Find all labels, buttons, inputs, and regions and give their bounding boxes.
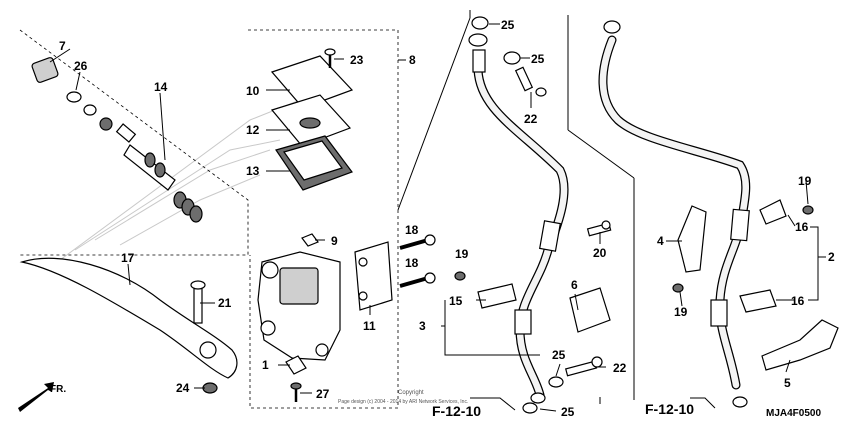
right-brackets — [672, 199, 839, 371]
callout-4[interactable]: 4 — [657, 234, 664, 248]
callout-9[interactable]: 9 — [331, 234, 338, 248]
callout-25d[interactable]: 25 — [561, 405, 575, 419]
pivot-hardware — [190, 280, 218, 394]
callout-10[interactable]: 10 — [246, 84, 260, 98]
callout-19[interactable]: 19 — [455, 247, 469, 261]
callout-17[interactable]: 17 — [121, 251, 135, 265]
reference-left[interactable]: F-12-10 — [432, 403, 481, 419]
callout-22[interactable]: 22 — [524, 112, 538, 126]
hose-clamp-stay — [454, 271, 611, 333]
brake-hose-upper — [468, 33, 569, 404]
direction-label: FR. — [50, 384, 66, 395]
callout-15[interactable]: 15 — [449, 294, 463, 308]
callout-5[interactable]: 5 — [784, 376, 791, 390]
callout-6[interactable]: 6 — [571, 278, 578, 292]
small-screws — [285, 48, 336, 402]
callout-21[interactable]: 21 — [218, 296, 232, 310]
callout-8[interactable]: 8 — [409, 53, 416, 67]
callout-11[interactable]: 11 — [363, 319, 376, 333]
callout-22b[interactable]: 22 — [613, 361, 627, 375]
callout-7[interactable]: 7 — [59, 39, 66, 53]
callout-16b[interactable]: 16 — [791, 294, 805, 308]
callout-20[interactable]: 20 — [593, 246, 607, 260]
callouts: 1 2 3 4 5 6 7 8 9 10 11 12 13 14 15 16 1… — [59, 18, 835, 419]
callout-16[interactable]: 16 — [795, 220, 809, 234]
callout-2[interactable]: 2 — [828, 250, 835, 264]
callout-19c[interactable]: 19 — [674, 305, 688, 319]
bolts-and-washers — [471, 16, 612, 414]
holder-bolts — [399, 234, 436, 288]
callout-1[interactable]: 1 — [262, 358, 269, 372]
brake-hose-lower — [598, 20, 751, 408]
callout-27[interactable]: 27 — [316, 387, 330, 401]
callout-23[interactable]: 23 — [350, 53, 364, 67]
diagram-code: MJA4F0500 — [766, 408, 821, 419]
callout-24[interactable]: 24 — [176, 381, 190, 395]
front-direction-arrow-icon — [18, 382, 54, 412]
callout-12[interactable]: 12 — [246, 123, 260, 137]
master-cylinder-body — [257, 251, 341, 361]
reservoir-parts — [270, 55, 354, 191]
assembly-8-frame — [19, 29, 406, 409]
handlebar-holder — [354, 241, 393, 311]
master-piston-set — [31, 57, 203, 223]
copyright-line: Page design (c) 2004 - 2014 by ARI Netwo… — [338, 399, 468, 405]
reference-right[interactable]: F-12-10 — [645, 401, 694, 417]
divider-lines — [397, 10, 635, 400]
callout-14[interactable]: 14 — [154, 80, 168, 94]
callout-19b[interactable]: 19 — [798, 174, 812, 188]
spring — [144, 152, 203, 223]
callout-26[interactable]: 26 — [74, 59, 88, 73]
callout-18b[interactable]: 18 — [405, 256, 419, 270]
callout-25c[interactable]: 25 — [552, 348, 566, 362]
leader-lines — [49, 23, 826, 412]
callout-3[interactable]: 3 — [419, 319, 426, 333]
callout-25b[interactable]: 25 — [531, 52, 545, 66]
callout-18[interactable]: 18 — [405, 223, 419, 237]
copyright-title: Copyright — [398, 390, 424, 396]
callout-13[interactable]: 13 — [246, 164, 260, 178]
callout-25[interactable]: 25 — [501, 18, 515, 32]
